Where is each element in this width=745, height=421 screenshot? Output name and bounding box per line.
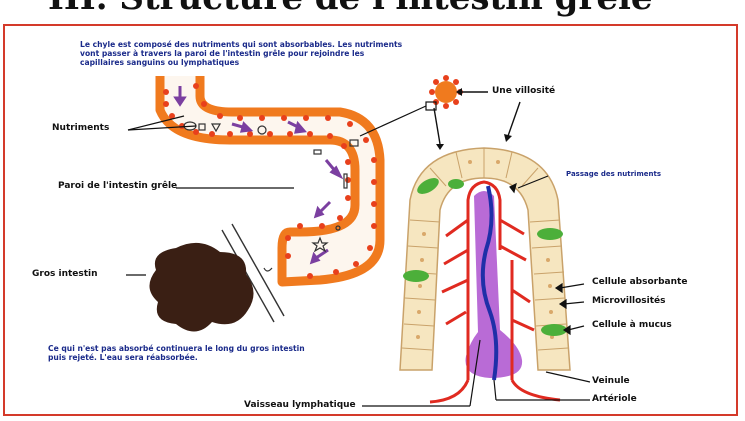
label-arteriole: Artériole (592, 394, 637, 404)
reject-note: Ce qui n'est pas absorbé continuera le l… (48, 344, 318, 362)
label-passage: Passage des nutriments (566, 170, 661, 178)
label-cellule-absorbante: Cellule absorbante (592, 277, 687, 287)
label-paroi: Paroi de l'intestin grêle (58, 181, 177, 191)
villus-detail (362, 148, 590, 406)
label-vaisseau-lymphatique: Vaisseau lymphatique (244, 400, 356, 410)
chyle-note: Le chyle est composé des nutriments qui … (80, 40, 410, 67)
label-cellule-mucus: Cellule à mucus (592, 320, 672, 330)
label-gros-intestin: Gros intestin (32, 269, 98, 279)
label-veinule: Veinule (592, 376, 630, 386)
gros-intestin-blob (149, 243, 253, 332)
label-villosite: Une villosité (492, 86, 555, 96)
label-microvillosites: Microvillosités (592, 296, 666, 306)
lymphatic-vessel (466, 191, 523, 378)
label-nutriments: Nutriments (52, 123, 109, 133)
